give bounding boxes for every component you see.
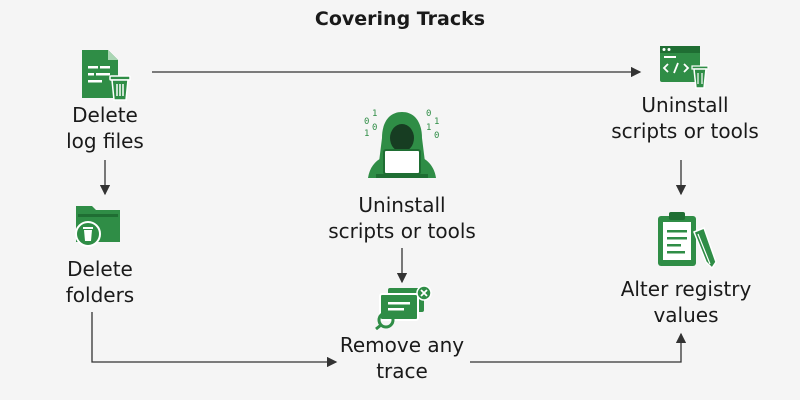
hacker-icon: 0 1 1 0 0 1 1 0 xyxy=(360,106,444,186)
svg-text:1: 1 xyxy=(364,129,369,139)
folder-delete-icon xyxy=(74,200,124,252)
svg-text:1: 1 xyxy=(434,117,439,127)
arrow-trace-to-registry xyxy=(470,332,687,363)
code-delete-icon xyxy=(656,44,712,96)
log-file-delete-icon xyxy=(80,48,132,106)
svg-text:0: 0 xyxy=(372,123,377,133)
svg-text:0: 0 xyxy=(426,109,431,119)
svg-text:1: 1 xyxy=(372,109,377,119)
clipboard-edit-icon xyxy=(654,210,720,274)
diagram-title: Covering Tracks xyxy=(314,8,486,30)
remove-trace-icon xyxy=(374,284,434,334)
svg-text:1: 1 xyxy=(426,123,431,133)
svg-text:0: 0 xyxy=(434,131,439,141)
svg-text:0: 0 xyxy=(364,117,369,127)
arrow-folders-to-trace xyxy=(91,312,338,368)
